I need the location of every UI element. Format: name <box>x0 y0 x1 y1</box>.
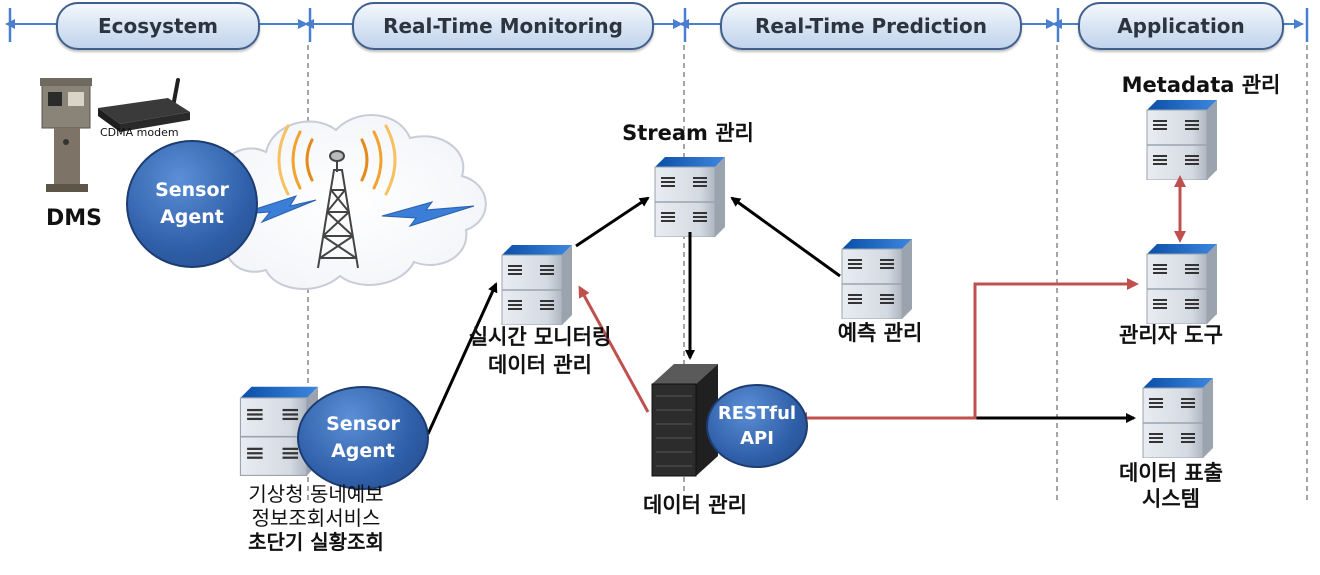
sensor-agent-bottom-line1: Sensor <box>326 413 400 435</box>
phase-prediction-label: Real-Time Prediction <box>754 14 988 38</box>
prediction-server-icon <box>841 238 912 319</box>
expose-server-icon <box>1142 377 1213 458</box>
restful-api-line1: RESTful <box>717 403 797 424</box>
lightning-icon <box>239 195 475 227</box>
metadata-label: Metadata 관리 <box>1121 73 1281 97</box>
stream-label: Stream 관리 <box>622 121 754 145</box>
sensor-agent-top-line2: Agent <box>160 206 224 228</box>
antenna-tower-icon <box>317 150 359 269</box>
phase-monitoring-label: Real-Time Monitoring <box>383 14 623 38</box>
expose-label-line2: 시스템 <box>1142 487 1200 511</box>
monitoring-label-line1: 실시간 모니터링 <box>468 325 612 349</box>
restful-api: RESTful API <box>706 384 808 468</box>
data-mgmt-label: 데이터 관리 <box>643 493 747 517</box>
phase-ecosystem-label: Ecosystem <box>97 14 219 38</box>
modem-label: CDMA modem <box>100 126 179 139</box>
sensor-agent-top-line1: Sensor <box>155 179 229 201</box>
monitoring-server-icon <box>501 244 572 325</box>
data-rack-icon <box>651 364 718 477</box>
expose-label-line1: 데이터 표출 <box>1119 461 1223 485</box>
sensor-agent-bottom: Sensor Agent <box>297 386 429 490</box>
phase-application: Application <box>1078 2 1284 50</box>
monitoring-label-line2: 데이터 관리 <box>488 353 592 377</box>
sensor-agent-bottom-line2: Agent <box>331 440 395 462</box>
cdma-modem-icon <box>98 78 190 132</box>
timeline <box>5 8 1309 42</box>
weather-service-line1: 기상청 동네예보 <box>248 482 384 506</box>
prediction-label: 예측 관리 <box>837 321 923 345</box>
restful-api-line2: API <box>740 428 774 449</box>
wireless-cloud <box>204 114 487 290</box>
metadata-server-icon <box>1146 99 1217 180</box>
weather-service-line2: 정보조회서비스 <box>251 506 381 530</box>
dms-label: DMS <box>46 206 102 231</box>
phase-monitoring: Real-Time Monitoring <box>352 2 654 50</box>
phase-ecosystem: Ecosystem <box>56 2 260 50</box>
dms-device-icon <box>40 78 92 192</box>
phase-prediction: Real-Time Prediction <box>720 2 1022 50</box>
weather-service-line3: 초단기 실황조회 <box>248 530 384 554</box>
admin-tool-label: 관리자 도구 <box>1119 323 1223 347</box>
red-api-flows <box>578 175 1186 424</box>
radio-waves-icon <box>277 124 397 196</box>
admin-server-icon <box>1146 243 1217 324</box>
stream-server-icon <box>654 156 725 237</box>
sensor-agent-top: Sensor Agent <box>126 140 258 268</box>
phase-application-label: Application <box>1117 14 1245 38</box>
